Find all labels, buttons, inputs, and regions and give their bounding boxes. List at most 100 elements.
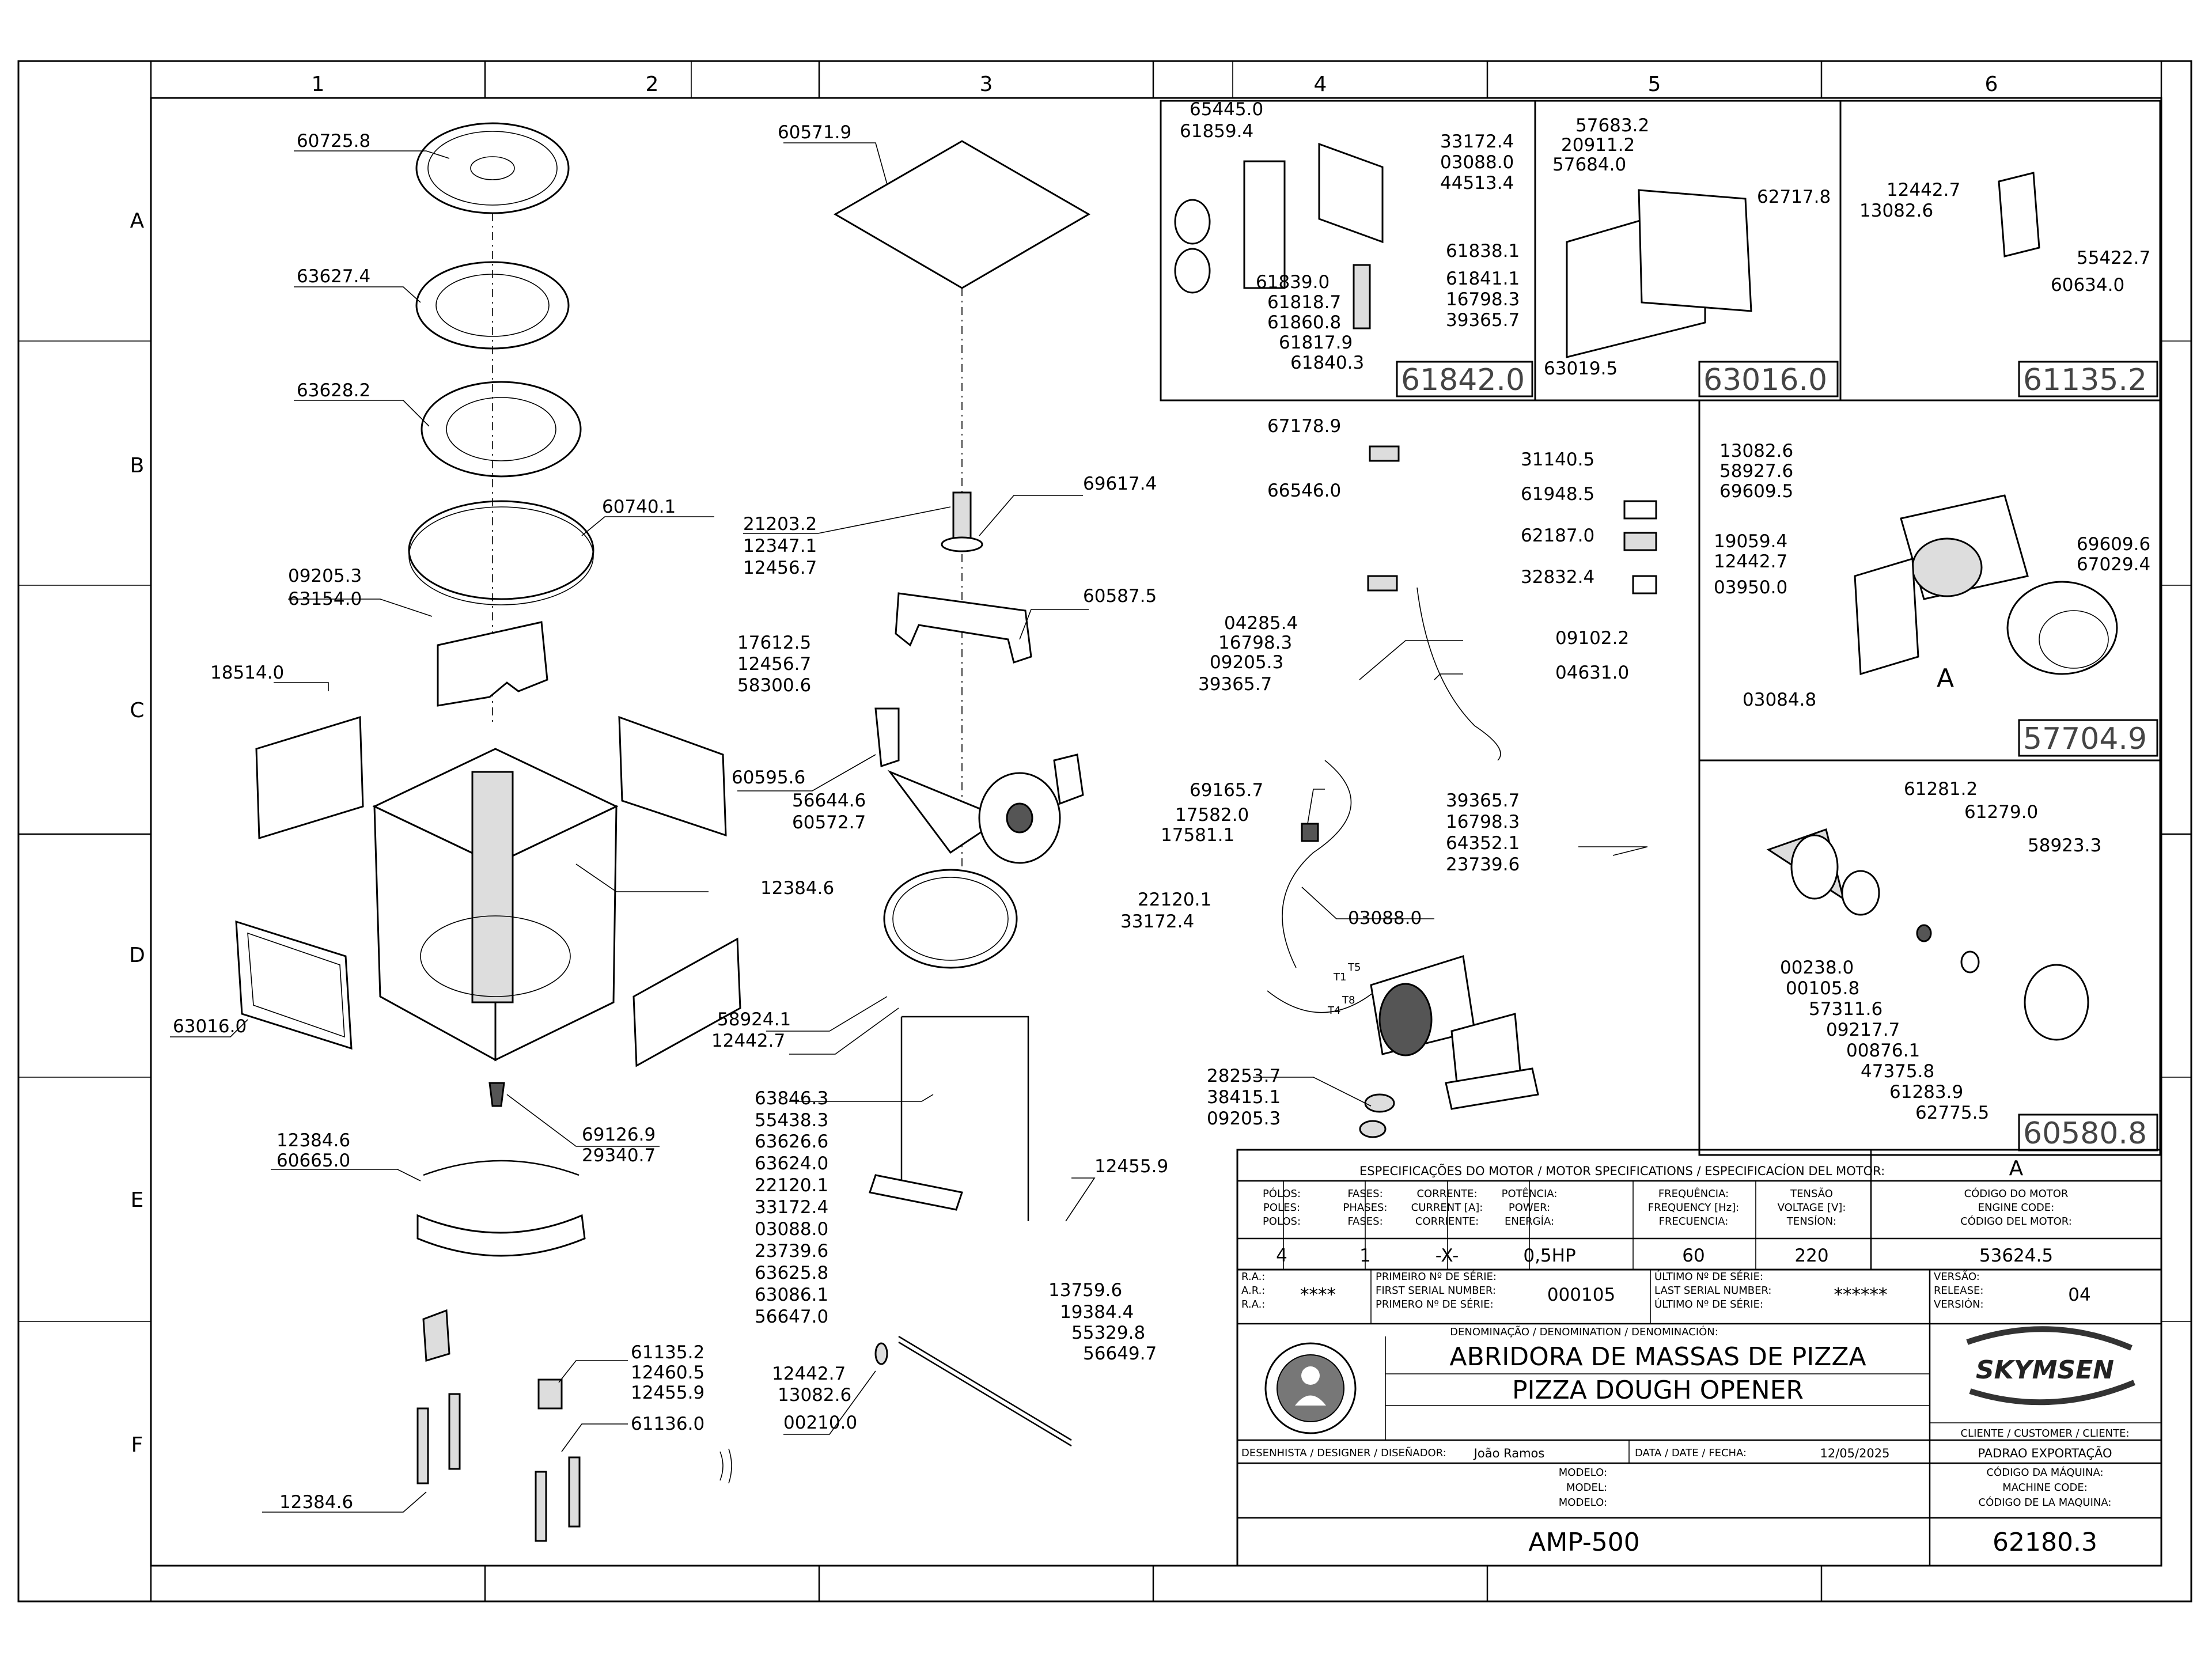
callout-label: 63627.4 <box>297 266 370 287</box>
header-power: ENERGÍA: <box>1505 1215 1554 1228</box>
callout-label: 67029.4 <box>2077 554 2150 575</box>
grid-row-b: B <box>130 454 145 478</box>
callout-label: 63154.0 <box>288 589 362 609</box>
callout-label: 09217.7 <box>1826 1020 1900 1040</box>
header-phases: FASES: <box>1347 1188 1382 1200</box>
brand-wordmark: SKYMSEN <box>1976 1355 2114 1385</box>
callout-label: 33172.4 <box>755 1197 828 1218</box>
callout-label: 55329.8 <box>1071 1323 1145 1343</box>
callout-label: 62775.5 <box>1915 1103 1989 1123</box>
first-serial-label: FIRST SERIAL NUMBER: <box>1376 1285 1496 1297</box>
detail-panel-parts <box>1174 142 2118 1041</box>
callout-label: 61818.7 <box>1267 292 1341 313</box>
callout-label: 61136.0 <box>631 1414 704 1434</box>
callout-label: 61283.9 <box>1889 1082 1963 1103</box>
callout-label: 60587.5 <box>1083 586 1157 607</box>
grid-row-c: C <box>130 699 144 722</box>
callout-label: 28253.7 <box>1207 1066 1281 1086</box>
callout-label: 58300.6 <box>737 675 811 696</box>
motor-spec-table: ESPECIFICAÇÕES DO MOTOR / MOTOR SPECIFIC… <box>1236 1149 2162 1567</box>
callout-label: 09205.3 <box>1210 652 1283 673</box>
callout-label: 04285.4 <box>1224 613 1298 634</box>
callout-label: 38415.1 <box>1207 1087 1281 1108</box>
value-phases: 1 <box>1359 1245 1371 1266</box>
header-current: CORRENTE: <box>1416 1188 1477 1200</box>
designer-value: João Ramos <box>1473 1446 1545 1460</box>
value-voltage: 220 <box>1794 1245 1828 1266</box>
callout-label: 47375.8 <box>1861 1061 1934 1082</box>
date-value: 12/05/2025 <box>1820 1446 1889 1460</box>
callout-label: 63625.8 <box>755 1263 828 1283</box>
wire-label: T4 <box>1327 1005 1340 1017</box>
callout-label: 12456.7 <box>743 558 817 578</box>
callout-label: 23739.6 <box>1446 854 1520 875</box>
callout-label: 22120.1 <box>755 1175 828 1196</box>
callout-label: 60725.8 <box>297 131 370 151</box>
callout-label: 09205.3 <box>1207 1108 1281 1129</box>
detail-panel-code: 57704.9 <box>2023 722 2147 756</box>
drawing-frame <box>17 60 2192 1603</box>
callout-label: 09102.2 <box>1555 628 1629 649</box>
callout-label: 57684.0 <box>1552 154 1626 175</box>
grid-row-f: F <box>131 1433 143 1457</box>
callout-label: 60665.0 <box>276 1150 350 1171</box>
callout-label: 69609.6 <box>2077 534 2150 555</box>
callout-label: 12455.9 <box>631 1382 704 1403</box>
header-engine-code: CÓDIGO DO MOTOR <box>1964 1187 2069 1200</box>
detail-panel-63016: 57683.2 20911.2 57684.0 62717.8 63019.5 … <box>1544 115 1831 397</box>
value-current: -X- <box>1435 1245 1459 1266</box>
callout-label: 03950.0 <box>1714 577 1787 598</box>
callout-label: 22120.1 <box>1138 889 1211 910</box>
header-power: POWER: <box>1509 1202 1550 1214</box>
version-label: VERSIÓN: <box>1934 1298 1984 1310</box>
model-label: MODEL: <box>1566 1482 1607 1494</box>
callout-label: 55438.3 <box>755 1110 828 1131</box>
callout-label: 67178.9 <box>1267 416 1341 437</box>
value-power: 0,5HP <box>1523 1245 1575 1266</box>
header-current: CURRENT [A]: <box>1411 1202 1483 1214</box>
header-engine-code: ENGINE CODE: <box>1978 1202 2055 1214</box>
callout-label: 32832.4 <box>1521 567 1594 588</box>
callout-label: 12442.7 <box>1887 180 1960 200</box>
model-value: AMP-500 <box>1528 1528 1640 1557</box>
header-voltage: TENSÍON: <box>1786 1215 1836 1228</box>
callout-label: 39365.7 <box>1446 790 1520 811</box>
callout-label: 00876.1 <box>1846 1040 1920 1061</box>
callout-label: 18514.0 <box>210 662 284 683</box>
callout-label: 56647.0 <box>755 1306 828 1327</box>
detail-panel-code: 61135.2 <box>2023 363 2147 397</box>
header-frequency: FRECUENCIA: <box>1659 1215 1729 1228</box>
callout-label: 13759.6 <box>1048 1280 1122 1301</box>
callout-label: 12384.6 <box>276 1130 350 1151</box>
product-name-en: PIZZA DOUGH OPENER <box>1512 1376 1804 1405</box>
callout-label: 62717.8 <box>1757 187 1831 207</box>
first-serial-label: PRIMERO Nº DE SÉRIE: <box>1376 1298 1494 1310</box>
callout-label: 20911.2 <box>1561 135 1635 156</box>
callout-label: 61860.8 <box>1267 312 1341 333</box>
wire-label: T5 <box>1347 961 1361 974</box>
callout-label: 61948.5 <box>1521 484 1594 505</box>
callout-label: 19384.4 <box>1060 1302 1134 1323</box>
callouts-center-column: 60571.9 21203.2 12347.1 12456.7 69617.4 … <box>711 122 1168 1433</box>
callout-label: 65445.0 <box>1190 99 1263 120</box>
product-name-pt: ABRIDORA DE MASSAS DE PIZZA <box>1449 1342 1866 1372</box>
callout-label: 04631.0 <box>1555 662 1629 683</box>
callout-label: 63624.0 <box>755 1153 828 1174</box>
callout-label: 63016.0 <box>173 1016 247 1037</box>
callout-label: 17581.1 <box>1161 825 1234 846</box>
grid-col-6: 6 <box>1985 73 1998 96</box>
client-label: CLIENTE / CUSTOMER / CLIENTE: <box>1960 1427 2129 1440</box>
callout-label: 61859.4 <box>1180 121 1253 142</box>
wire-label: T8 <box>1342 994 1355 1006</box>
header-voltage: TENSÃO <box>1790 1187 1833 1200</box>
callout-label: 64352.1 <box>1446 833 1520 854</box>
machine-code-label: CÓDIGO DE LA MAQUINA: <box>1979 1496 2112 1509</box>
view-letter: A <box>1937 664 1954 693</box>
grid-col-4: 4 <box>1314 73 1327 96</box>
callout-label: 56649.7 <box>1083 1343 1157 1364</box>
callout-label: 12442.7 <box>711 1031 785 1051</box>
callout-label: 63846.3 <box>755 1088 828 1109</box>
callout-label: 60572.7 <box>792 812 866 833</box>
callout-label: 58927.6 <box>1719 461 1793 482</box>
